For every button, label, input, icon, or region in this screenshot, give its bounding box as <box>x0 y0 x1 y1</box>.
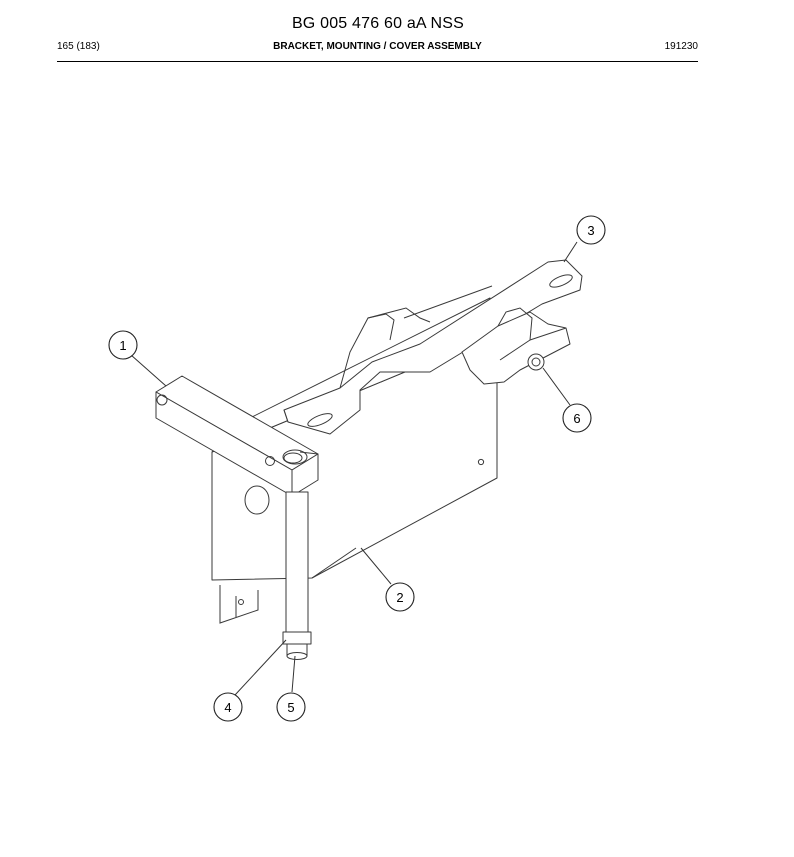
date-code: 191230 <box>664 41 698 52</box>
part-pin <box>282 491 312 660</box>
callout-label: 4 <box>224 700 231 715</box>
callout-2: 2 <box>385 582 415 612</box>
part-arm <box>283 259 583 435</box>
section-title: BRACKET, MOUNTING / COVER ASSEMBLY <box>273 41 482 52</box>
callout-4: 4 <box>213 692 243 722</box>
header-rule <box>57 61 698 62</box>
callout-6: 6 <box>562 403 592 433</box>
part-bar <box>155 375 319 515</box>
callout-1: 1 <box>108 330 138 360</box>
callout-label: 6 <box>573 411 580 426</box>
callout-label: 5 <box>287 700 294 715</box>
part-u-bracket <box>461 307 571 385</box>
page-header: 165 (183) BRACKET, MOUNTING / COVER ASSE… <box>57 41 698 55</box>
callout-label: 1 <box>119 338 126 353</box>
callout-label: 2 <box>396 590 403 605</box>
callout-3: 3 <box>576 215 606 245</box>
leader-lines <box>130 241 578 696</box>
callout-5: 5 <box>276 692 306 722</box>
page-number: 165 (183) <box>57 41 100 52</box>
document-title: BG 005 476 60 aA NSS <box>291 15 465 32</box>
callout-label: 3 <box>587 223 594 238</box>
